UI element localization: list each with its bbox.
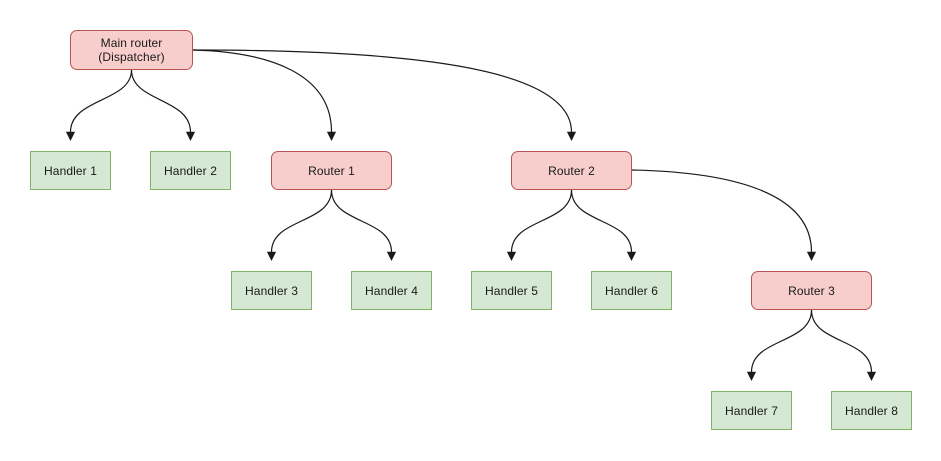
- arrowhead-e-main-h2: [185, 131, 196, 141]
- node-label-handler8: Handler 8: [845, 403, 898, 418]
- arrowhead-e-r1-h4: [386, 251, 397, 261]
- node-router2[interactable]: Router 2: [511, 151, 632, 190]
- node-label-handler7: Handler 7: [725, 403, 778, 418]
- node-label-router3: Router 3: [788, 283, 835, 298]
- node-handler8[interactable]: Handler 8: [831, 391, 912, 430]
- edge-router2-to-handler6: [570, 189, 633, 253]
- node-label-router1: Router 1: [308, 163, 355, 178]
- arrowhead-e-r1-h3: [266, 251, 277, 261]
- arrowhead-e-r2-h6: [626, 251, 637, 261]
- node-handler6[interactable]: Handler 6: [591, 271, 672, 310]
- node-label-main: Main router (Dispatcher): [98, 36, 165, 64]
- node-label-handler5: Handler 5: [485, 283, 538, 298]
- node-main[interactable]: Main router (Dispatcher): [70, 30, 193, 70]
- arrowhead-e-main-h1: [65, 131, 76, 141]
- node-handler1[interactable]: Handler 1: [30, 151, 111, 190]
- edge-router3-to-handler7: [750, 309, 813, 373]
- edge-router3-to-handler8: [810, 309, 873, 373]
- arrowhead-e-r3-h7: [746, 371, 757, 381]
- node-label-handler4: Handler 4: [365, 283, 418, 298]
- arrowhead-e-main-r2: [566, 131, 577, 141]
- edge-router1-to-handler3: [270, 189, 333, 253]
- arrowhead-e-main-r1: [326, 131, 337, 141]
- edge-main-to-router2: [192, 49, 573, 133]
- edge-router2-to-handler5: [510, 189, 573, 253]
- node-handler3[interactable]: Handler 3: [231, 271, 312, 310]
- edge-router1-to-handler4: [330, 189, 393, 253]
- arrowhead-e-r2-h5: [506, 251, 517, 261]
- node-label-handler2: Handler 2: [164, 163, 217, 178]
- node-label-handler1: Handler 1: [44, 163, 97, 178]
- edge-main-to-router1: [192, 49, 333, 133]
- edge-main-to-handler1: [69, 69, 133, 133]
- arrowhead-e-r2-r3: [806, 251, 817, 261]
- node-handler5[interactable]: Handler 5: [471, 271, 552, 310]
- node-label-router2: Router 2: [548, 163, 595, 178]
- node-handler4[interactable]: Handler 4: [351, 271, 432, 310]
- edge-main-to-handler2: [130, 69, 192, 133]
- arrowhead-e-r3-h8: [866, 371, 877, 381]
- node-label-handler6: Handler 6: [605, 283, 658, 298]
- node-router3[interactable]: Router 3: [751, 271, 872, 310]
- edge-router2-to-router3: [631, 169, 813, 253]
- node-label-handler3: Handler 3: [245, 283, 298, 298]
- node-handler2[interactable]: Handler 2: [150, 151, 231, 190]
- node-handler7[interactable]: Handler 7: [711, 391, 792, 430]
- node-router1[interactable]: Router 1: [271, 151, 392, 190]
